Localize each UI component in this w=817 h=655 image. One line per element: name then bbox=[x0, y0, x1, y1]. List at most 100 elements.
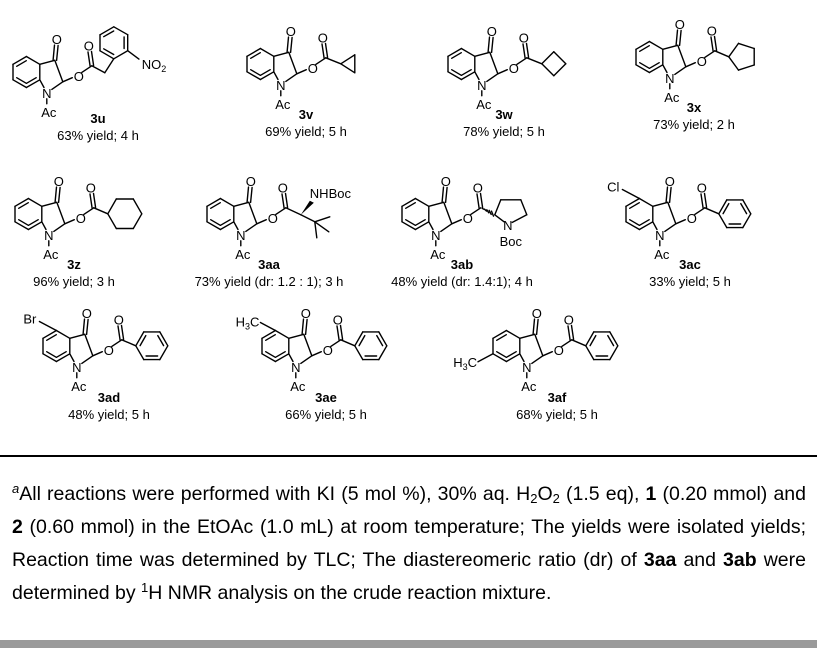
bond bbox=[428, 201, 445, 208]
yield-caption: 33% yield; 5 h bbox=[649, 274, 731, 289]
compound-id: 3u bbox=[90, 111, 105, 126]
bond bbox=[69, 353, 75, 363]
ring-bond bbox=[492, 353, 508, 363]
ring-bond bbox=[585, 345, 595, 361]
oxygen-label: O bbox=[564, 312, 574, 327]
carbonyl-bond bbox=[713, 35, 718, 52]
double-bond bbox=[157, 334, 165, 347]
ring-bond bbox=[55, 353, 71, 363]
pyrrolidine-n-label: N bbox=[503, 218, 512, 233]
footnote-marker: a bbox=[12, 481, 20, 496]
carbonyl-bond bbox=[321, 43, 325, 59]
oxygen-label: O bbox=[114, 312, 124, 327]
double-bond bbox=[46, 334, 57, 341]
bond bbox=[494, 199, 502, 216]
ring-bond bbox=[553, 51, 567, 65]
carbonyl-bond bbox=[89, 193, 93, 209]
carbonyl-bond bbox=[476, 193, 480, 209]
ring-bond bbox=[648, 40, 664, 50]
ring-bond bbox=[728, 42, 740, 58]
bond bbox=[81, 65, 93, 74]
double-bond bbox=[265, 351, 276, 358]
bond bbox=[443, 201, 453, 225]
double-bond bbox=[265, 334, 276, 341]
nitrogen-label: N bbox=[291, 360, 300, 375]
oxygen-label: O bbox=[82, 306, 92, 321]
ring-bond bbox=[638, 197, 654, 208]
bond bbox=[51, 81, 64, 91]
carbonyl-bond bbox=[304, 318, 308, 336]
bond bbox=[288, 51, 298, 75]
nitrogen-label: N bbox=[665, 71, 674, 86]
bond bbox=[677, 44, 687, 68]
methyl-label: H3C bbox=[236, 315, 260, 332]
compound-id: 3z bbox=[67, 257, 81, 272]
double-bond bbox=[259, 68, 271, 77]
ring-bond bbox=[113, 26, 129, 36]
ring-bond bbox=[274, 353, 290, 363]
yield-caption: 69% yield; 5 h bbox=[265, 124, 347, 139]
ring-bond bbox=[401, 221, 417, 231]
acetyl-label: Ac bbox=[654, 247, 670, 262]
ring-bond bbox=[718, 199, 728, 215]
yield-caption: 63% yield; 4 h bbox=[57, 128, 139, 143]
oxygen-label: O bbox=[473, 180, 483, 195]
ring-bond bbox=[14, 197, 30, 208]
double-bond bbox=[25, 76, 37, 85]
double-bond bbox=[16, 76, 27, 85]
bond bbox=[662, 64, 668, 74]
double-bond bbox=[496, 351, 507, 358]
bond bbox=[248, 201, 258, 225]
bond bbox=[561, 339, 573, 348]
bond bbox=[91, 65, 106, 74]
ring-bond bbox=[113, 50, 129, 60]
ring-bond bbox=[261, 353, 277, 363]
acetyl-label: Ac bbox=[430, 247, 446, 262]
carbonyl-bond bbox=[87, 51, 91, 67]
ester-oxygen-label: O bbox=[308, 61, 318, 76]
double-bond bbox=[18, 218, 29, 227]
ring-bond bbox=[541, 51, 555, 65]
bond bbox=[531, 355, 544, 365]
ester-oxygen-label: O bbox=[104, 343, 114, 358]
ester-oxygen-label: O bbox=[509, 61, 519, 76]
boc-label: Boc bbox=[500, 234, 523, 249]
nhboc-label: NHBoc bbox=[310, 186, 352, 201]
double-bond bbox=[722, 202, 730, 215]
acetyl-label: Ac bbox=[275, 97, 291, 112]
bond bbox=[519, 353, 525, 363]
hash-bond bbox=[483, 208, 488, 212]
carbonyl-bond bbox=[522, 43, 526, 59]
carbonyl-bond bbox=[570, 324, 575, 341]
bond bbox=[571, 339, 587, 347]
double-bond bbox=[18, 201, 29, 210]
bond bbox=[520, 199, 528, 216]
bond bbox=[314, 216, 331, 223]
nitrogen-label: N bbox=[44, 228, 53, 243]
ring-bond bbox=[635, 40, 651, 50]
acetyl-label: Ac bbox=[71, 379, 87, 394]
double-bond bbox=[589, 334, 597, 347]
ester-oxygen-label: O bbox=[687, 211, 697, 226]
ring-bond bbox=[340, 63, 356, 74]
nitrogen-label: N bbox=[431, 228, 440, 243]
ring-bond bbox=[638, 221, 654, 231]
carbonyl-bond bbox=[55, 44, 59, 62]
yield-caption: 48% yield (dr: 1.4:1); 4 h bbox=[391, 274, 533, 289]
yield-caption: 78% yield; 5 h bbox=[463, 124, 545, 139]
carbonyl-bond bbox=[120, 324, 125, 341]
carbonyl-bond bbox=[490, 36, 494, 54]
acetyl-label: Ac bbox=[43, 247, 59, 262]
ring-bond bbox=[625, 197, 641, 208]
ring-bond bbox=[135, 331, 145, 347]
double-bond bbox=[27, 218, 39, 227]
ring-bond bbox=[219, 197, 235, 208]
double-bond bbox=[405, 218, 416, 227]
bond bbox=[474, 71, 480, 81]
oxygen-label: O bbox=[301, 306, 311, 321]
ring-bond bbox=[635, 64, 651, 74]
bond bbox=[84, 333, 94, 357]
hash-bond bbox=[490, 210, 495, 217]
